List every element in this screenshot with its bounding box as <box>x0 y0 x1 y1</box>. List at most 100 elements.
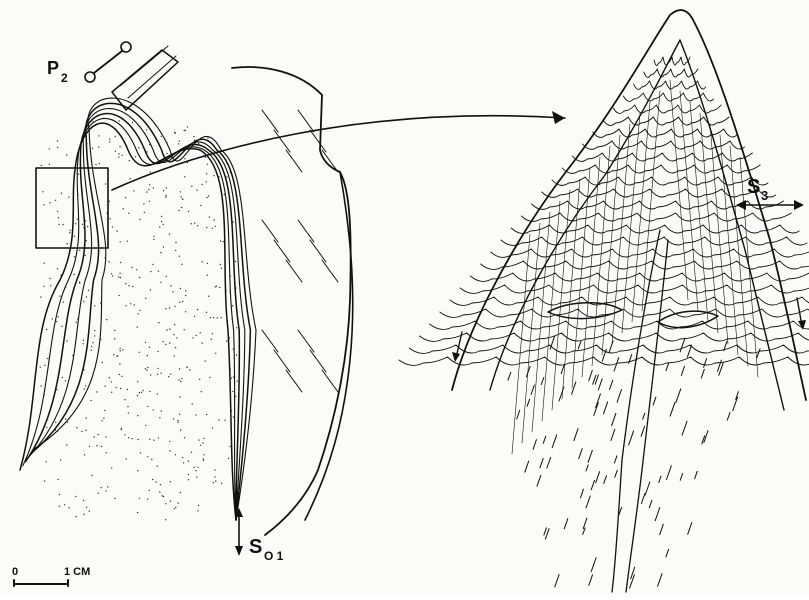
stipple-dot <box>119 348 120 349</box>
stipple-dot <box>162 495 163 496</box>
strain-dash <box>641 426 645 436</box>
stipple-dot <box>94 330 95 331</box>
stipple-dot <box>158 437 159 438</box>
strain-dash <box>544 528 547 535</box>
stipple-dot <box>201 391 202 392</box>
stipple-dot <box>112 226 113 227</box>
stipple-dot <box>86 507 87 508</box>
stipple-dot <box>59 494 60 495</box>
stipple-dot <box>86 417 87 418</box>
strain-dash <box>525 461 529 472</box>
stipple-dot <box>130 178 131 179</box>
stipple-dot <box>153 239 154 240</box>
stipple-dot <box>109 377 110 378</box>
stipple-dot <box>191 452 192 453</box>
stipple-dot <box>106 452 107 453</box>
stipple-dot <box>215 480 216 481</box>
stipple-dot <box>175 242 176 243</box>
stipple-dot <box>157 368 158 369</box>
stipple-dot <box>170 374 171 375</box>
strain-dash <box>581 489 584 498</box>
stipple-dot <box>91 475 92 476</box>
strain-dash <box>559 387 564 401</box>
stipple-dot <box>145 368 146 369</box>
stipple-dot <box>230 289 231 290</box>
strain-dash <box>612 413 616 425</box>
stipple-dot <box>115 151 116 152</box>
stipple-dot <box>66 340 67 341</box>
stipple-dot <box>169 233 170 234</box>
stipple-dot <box>61 193 62 194</box>
hatch-cross <box>642 91 660 311</box>
stipple-dot <box>233 416 234 417</box>
fold-layers <box>20 98 338 520</box>
hatch-line <box>572 153 752 161</box>
stipple-dot <box>180 429 181 430</box>
stipple-dot <box>236 354 237 355</box>
stipple-dot <box>220 240 221 241</box>
stipple-dot <box>126 458 127 459</box>
stipple-dot <box>195 414 196 415</box>
stipple-dot <box>156 481 157 482</box>
stipple-dot <box>111 273 112 274</box>
stipple-dot <box>58 316 59 317</box>
stipple-dot <box>101 446 102 447</box>
stipple-dot <box>69 232 70 233</box>
stipple-dot <box>214 476 215 477</box>
stipple-dot <box>207 137 208 138</box>
stipple-dot <box>149 439 150 440</box>
scale-one-label: 1 CM <box>64 566 90 578</box>
stipple-dot <box>85 385 86 386</box>
stipple-dot <box>118 120 119 121</box>
strain-dash <box>598 379 602 390</box>
svg-text:3: 3 <box>761 188 768 203</box>
face-tick <box>274 240 290 262</box>
stipple-dot <box>157 393 158 394</box>
stipple-dot <box>160 373 161 374</box>
stipple-dot <box>109 141 110 142</box>
stipple-dot <box>219 287 220 288</box>
stipple-dot <box>124 399 125 400</box>
stipple-dot <box>90 400 91 401</box>
stipple-dot <box>169 307 170 308</box>
stipple-dot <box>165 308 166 309</box>
hatch-cross <box>592 146 610 366</box>
svg-text:O 1: O 1 <box>264 549 284 563</box>
stipple-dot <box>104 385 105 386</box>
stipple-dot <box>105 436 106 437</box>
stipple-dot <box>177 502 178 503</box>
strain-dash <box>682 421 687 435</box>
stipple-dot <box>213 175 214 176</box>
leader-arrow <box>112 116 565 190</box>
stipple-dot <box>60 274 61 275</box>
scale-bar: 0 1 CM <box>12 566 90 586</box>
stipple-dot <box>92 121 93 122</box>
stipple-dot <box>187 162 188 163</box>
stipple-dot <box>109 138 110 139</box>
stipple-dot <box>163 341 164 342</box>
top-cylinder <box>112 46 178 110</box>
stipple-dot <box>177 422 178 423</box>
stipple-dot <box>203 458 204 459</box>
strain-dash <box>517 410 520 419</box>
strain-dash <box>541 378 544 385</box>
stipple-dot <box>158 270 159 271</box>
stipple-dot <box>98 135 99 136</box>
stipple-dot <box>144 212 145 213</box>
specimen-outline <box>232 67 351 535</box>
strain-dash <box>676 389 681 402</box>
stipple-dot <box>108 261 109 262</box>
strain-dash <box>666 549 669 557</box>
boudin-left <box>548 303 622 319</box>
stipple-dot <box>197 510 198 511</box>
strain-dash <box>687 345 691 357</box>
stipple-dot <box>163 190 164 191</box>
stipple-dot <box>231 441 232 442</box>
stipple-dot <box>178 143 179 144</box>
stipple-dot <box>192 337 193 338</box>
stipple-dot <box>231 410 232 411</box>
stipple-dot <box>62 224 63 225</box>
face-tick <box>322 260 338 282</box>
stipple-dot <box>206 197 207 198</box>
